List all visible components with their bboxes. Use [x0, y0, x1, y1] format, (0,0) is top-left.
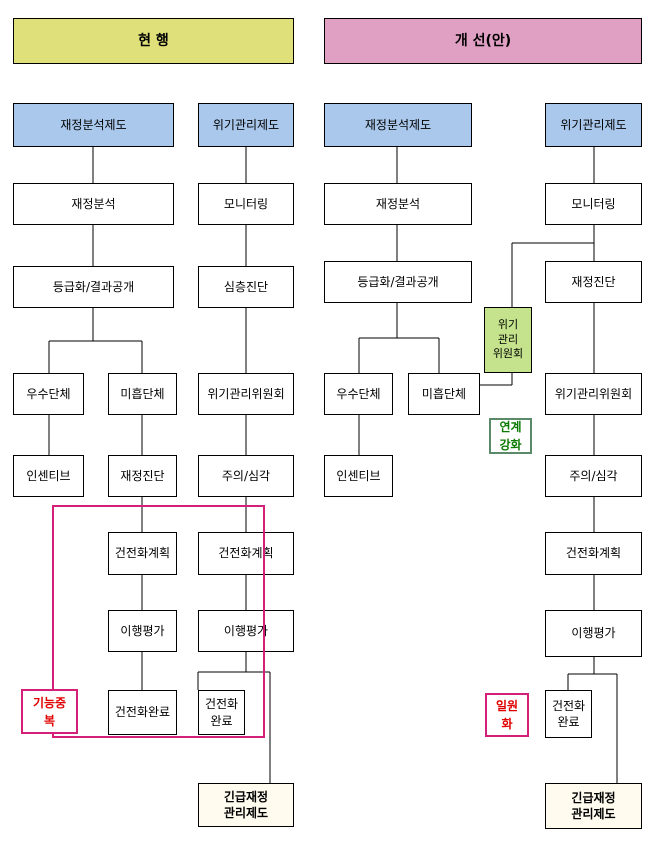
current-plan-right: 건전화계획	[198, 532, 294, 575]
improved-incentive: 인센티브	[324, 455, 393, 497]
header-current: 현 행	[13, 18, 294, 64]
current-completion-right: 건전화 완료	[198, 690, 245, 735]
improved-grading: 등급화/결과공개	[324, 261, 472, 303]
current-emergency-system: 긴급재정 관리제도	[198, 783, 294, 827]
improved-completion: 건전화 완료	[545, 690, 592, 738]
current-plan-left: 건전화계획	[108, 532, 177, 575]
improved-fiscal-analysis: 재정분석	[324, 183, 472, 225]
overlap-highlight-frame	[52, 505, 265, 738]
current-fiscal-analysis: 재정분석	[13, 183, 174, 225]
current-crisis-management-system: 위기관리제도	[198, 103, 294, 147]
improved-evaluation: 이행평가	[545, 610, 642, 657]
link-strengthen-badge: 연계 강화	[489, 418, 532, 454]
improved-fiscal-analysis-system: 재정분석제도	[324, 103, 472, 147]
current-warning-serious: 주의/심각	[198, 455, 294, 497]
current-completion-left: 건전화완료	[108, 690, 177, 735]
current-incentive: 인센티브	[13, 455, 84, 497]
improved-crisis-management-system: 위기관리제도	[545, 103, 642, 147]
overlap-badge: 기능중 복	[21, 689, 78, 734]
improved-emergency-system: 긴급재정 관리제도	[545, 783, 642, 829]
current-crisis-committee: 위기관리위원회	[198, 373, 294, 415]
current-fiscal-analysis-system: 재정분석제도	[13, 103, 174, 147]
improved-excellent-entity: 우수단체	[324, 373, 393, 415]
improved-plan: 건전화계획	[545, 532, 642, 575]
current-deep-diagnosis: 심층진단	[198, 266, 294, 308]
current-excellent-entity: 우수단체	[13, 373, 84, 415]
current-evaluation-right: 이행평가	[198, 610, 294, 652]
improved-crisis-committee-small: 위기 관리 위원회	[484, 307, 532, 373]
improved-warning-serious: 주의/심각	[545, 455, 642, 497]
current-monitoring: 모니터링	[198, 183, 294, 225]
improved-crisis-committee: 위기관리위원회	[545, 373, 642, 415]
current-grading: 등급화/결과공개	[13, 266, 174, 308]
current-poor-entity: 미흡단체	[108, 373, 177, 415]
unify-badge: 일원 화	[485, 693, 529, 737]
header-improved: 개 선(안)	[324, 18, 642, 64]
improved-fiscal-diagnosis: 재정진단	[545, 261, 642, 303]
current-evaluation-left: 이행평가	[108, 610, 177, 652]
improved-poor-entity: 미흡단체	[408, 373, 480, 415]
improved-monitoring: 모니터링	[545, 183, 642, 225]
current-fiscal-diagnosis: 재정진단	[108, 455, 177, 497]
